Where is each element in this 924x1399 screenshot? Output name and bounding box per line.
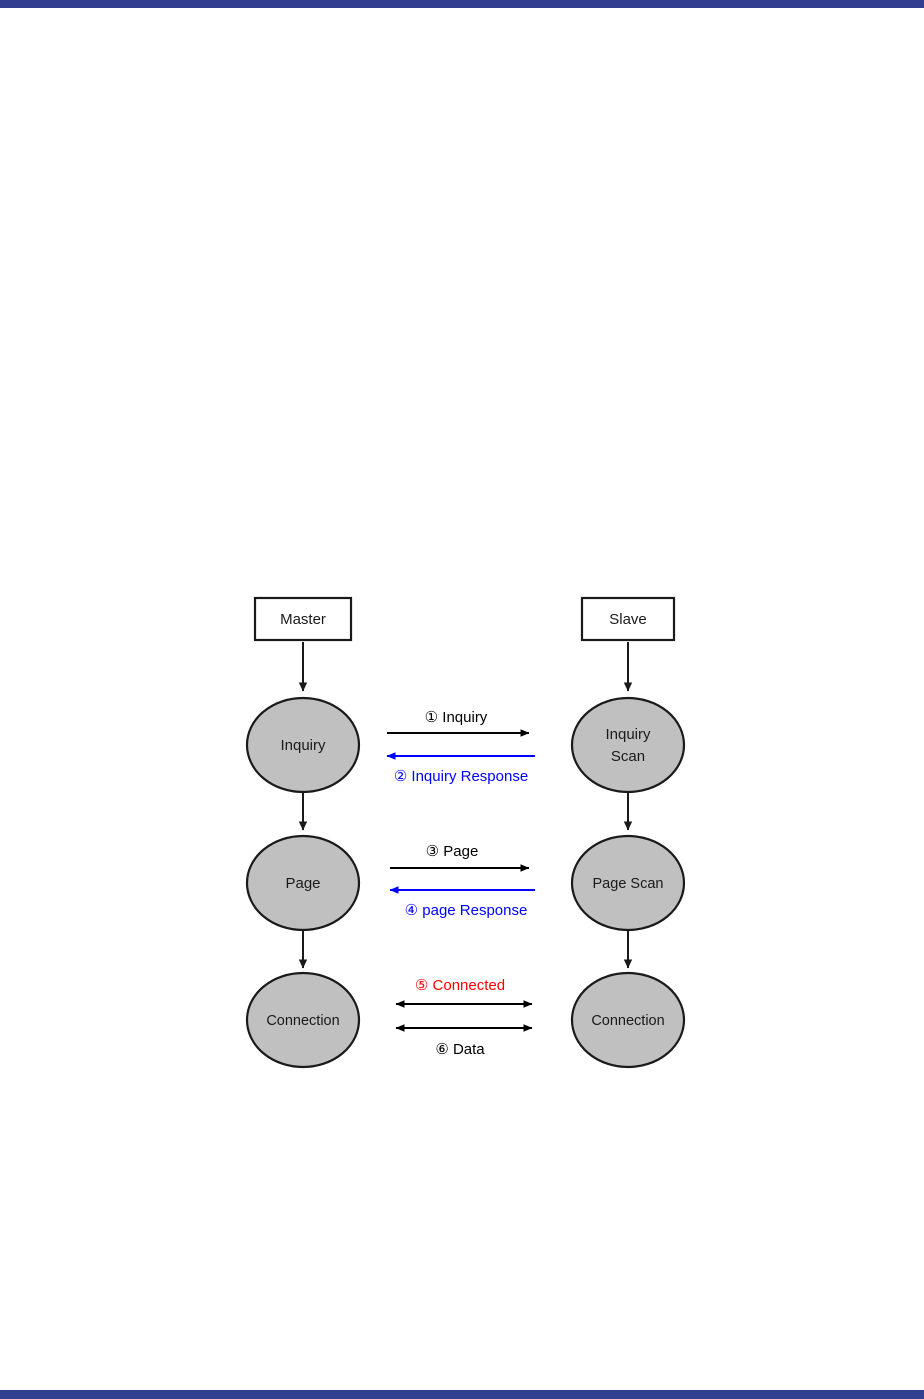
slave-state-connection: Connection — [570, 971, 686, 1069]
slave-state-page-scan-label: Page Scan — [593, 876, 664, 892]
slave-state-inquiry-scan-label-line2: Scan — [611, 748, 645, 765]
message-5-label: ⑤ Connected — [415, 977, 505, 994]
bluetooth-connection-diagram: Master Inquiry Page Connection — [230, 585, 700, 1085]
slave-state-page-scan: Page Scan — [570, 834, 686, 932]
master-header-label: Master — [280, 611, 326, 628]
message-3-page: ③ Page — [390, 843, 530, 872]
header-rule-bar — [0, 0, 924, 8]
master-state-page: Page — [245, 834, 361, 932]
master-column: Master Inquiry Page Connection — [245, 596, 361, 1069]
message-2-inquiry-response: ② Inquiry Response — [386, 752, 535, 785]
slave-header-label: Slave — [609, 611, 647, 628]
message-4-page-response: ④ page Response — [389, 886, 535, 919]
master-header-box: Master — [253, 596, 353, 642]
slave-column: Slave Inquiry Scan Page Scan Connection — [570, 596, 686, 1069]
master-state-page-label: Page — [285, 875, 320, 892]
message-2-label: ② Inquiry Response — [394, 768, 528, 785]
message-6-data: ⑥ Data — [395, 1024, 533, 1058]
slave-state-inquiry-scan-label-line1: Inquiry — [605, 726, 651, 743]
message-3-label: ③ Page — [426, 843, 479, 860]
slave-state-connection-label: Connection — [591, 1013, 664, 1029]
master-state-connection: Connection — [245, 971, 361, 1069]
master-state-connection-label: Connection — [266, 1013, 339, 1029]
master-state-inquiry-label: Inquiry — [280, 737, 326, 754]
message-5-connected: ⑤ Connected — [395, 977, 533, 1008]
message-1-label: ① Inquiry — [425, 709, 488, 726]
message-4-label: ④ page Response — [405, 902, 528, 919]
master-state-inquiry: Inquiry — [245, 696, 361, 794]
message-6-label: ⑥ Data — [435, 1041, 485, 1058]
message-1-inquiry: ① Inquiry — [387, 709, 530, 737]
diagram-canvas: Master Inquiry Page Connection — [245, 596, 686, 1069]
slave-header-box: Slave — [580, 596, 676, 642]
slave-state-inquiry-scan: Inquiry Scan — [570, 696, 686, 794]
footer-rule-bar — [0, 1390, 924, 1399]
